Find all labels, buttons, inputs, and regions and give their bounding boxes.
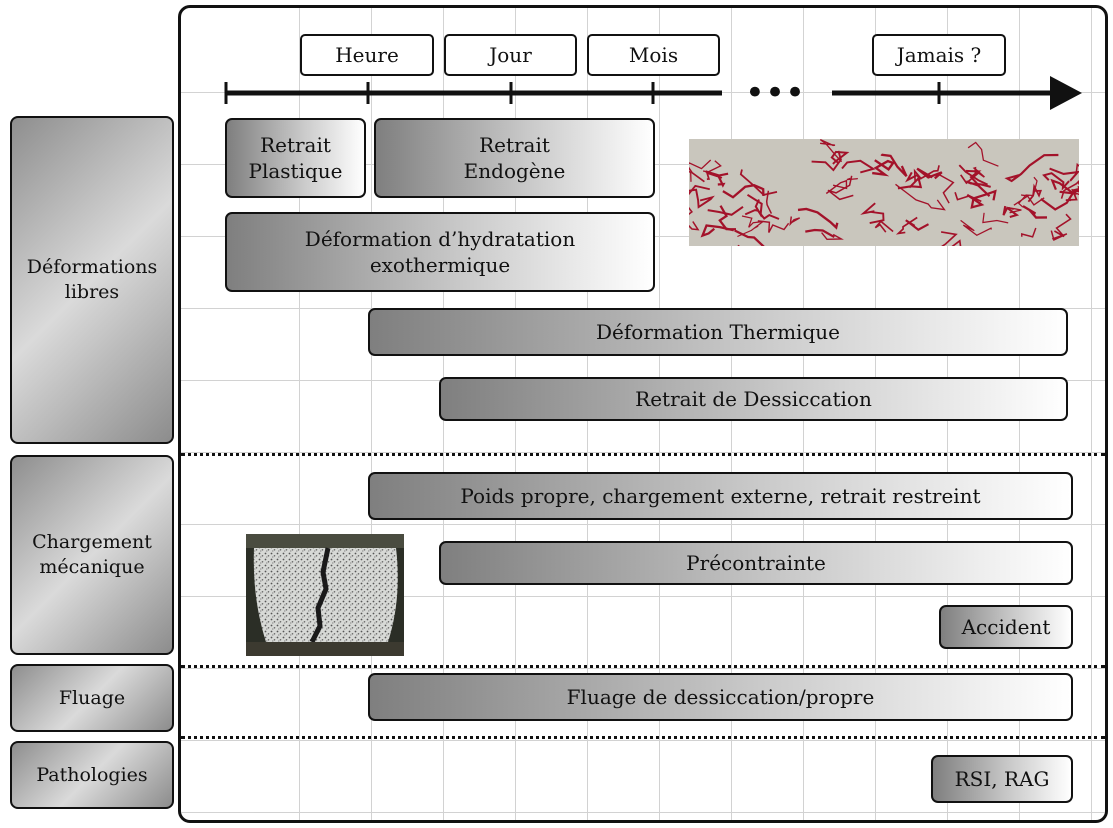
crack-line [880,153,908,177]
crack-line [757,220,790,233]
crack-line [1027,183,1043,203]
crack-line [689,206,700,231]
crack-line [846,177,859,181]
crack-line [689,188,715,209]
timeline-arrowhead [1050,76,1082,110]
category-pathologies: Pathologies [10,741,174,809]
section-separator [181,736,1105,739]
crack-line [905,219,929,231]
specimen-drawing [246,534,404,656]
crack-line [1002,205,1020,218]
crack-line [700,224,734,238]
crack-line [707,205,744,216]
crack-line [895,183,946,211]
crack-line [1022,205,1048,219]
bar-rsi-rag: RSI, RAG [931,755,1073,803]
specimen-crack [309,547,331,644]
crack-line [913,165,940,183]
bar-retrait-endogene: Retrait Endogène [374,118,655,198]
crack-line [940,231,962,246]
crack-line [821,232,844,241]
crack-line [830,150,850,165]
crack-line [739,169,778,196]
crack-line [797,207,839,230]
crack-line [689,184,711,196]
crack-line [737,220,764,238]
tick-label-mois: Mois [587,34,720,76]
crack-line [789,216,801,227]
category-deformations-libres: Déformations libres [10,116,174,444]
crack-line [1050,230,1068,242]
bar-retrait-dessiccation: Retrait de Dessiccation [439,377,1068,421]
section-separator [181,453,1105,456]
crack-line [895,216,918,235]
bar-retrait-plastique: Retrait Plastique [225,118,366,198]
crack-line [1004,153,1059,183]
category-chargement-mecanique: Chargement mécanique [10,455,174,655]
crack-line [722,184,765,199]
crack-line [1060,162,1079,199]
crack-line [872,159,895,177]
category-fluage: Fluage [10,664,174,732]
bar-deformation-hydratation: Déformation d’hydratation exothermique [225,212,655,292]
crack-line [841,159,876,174]
crack-line [1040,188,1079,211]
crack-line [718,205,737,231]
crack-line [805,228,835,239]
crack-line [874,220,894,233]
crack-line [819,139,843,163]
crack-line [689,159,712,182]
crack-line [825,179,848,195]
crack-line [860,202,885,225]
crack-line [1021,227,1037,238]
crack-line [938,173,955,204]
crack-line [734,229,765,246]
crack-line [982,212,1009,224]
crack-network [689,139,1079,246]
crack-line [1054,213,1072,238]
timeline-ellipsis: ••• [745,73,805,113]
crack-line [1017,176,1038,208]
crack-line [960,166,985,185]
crack-line [1013,194,1045,206]
bar-accident: Accident [939,605,1073,649]
crack-line [811,150,842,172]
crack-line [741,215,763,228]
crack-line [827,175,854,201]
cracked-specimen-photo [246,534,404,656]
bar-fluage: Fluage de dessiccation/propre [368,673,1073,721]
bar-poids-propre: Poids propre, chargement externe, retrai… [368,472,1073,520]
bar-precontrainte: Précontrainte [439,541,1073,585]
crack-line [966,189,997,209]
crack-line [1050,178,1078,195]
crack-line [744,209,780,220]
crack-line [1007,206,1022,214]
tick-label-jamais: Jamais ? [872,34,1006,76]
bar-deformation-thermique: Déformation Thermique [368,308,1068,356]
tick-label-jour: Jour [444,34,577,76]
tick-label-heure: Heure [300,34,434,76]
crack-line [967,141,999,167]
crack-line [689,166,705,183]
crack-pattern-photo [689,139,1079,246]
section-separator [181,665,1105,668]
crack-line [705,171,723,180]
crack-line [960,219,993,237]
crack-line [765,190,773,214]
crack-line [702,160,722,173]
crack-line [1042,172,1070,191]
crack-line [1049,167,1079,182]
crack-line [897,177,923,190]
